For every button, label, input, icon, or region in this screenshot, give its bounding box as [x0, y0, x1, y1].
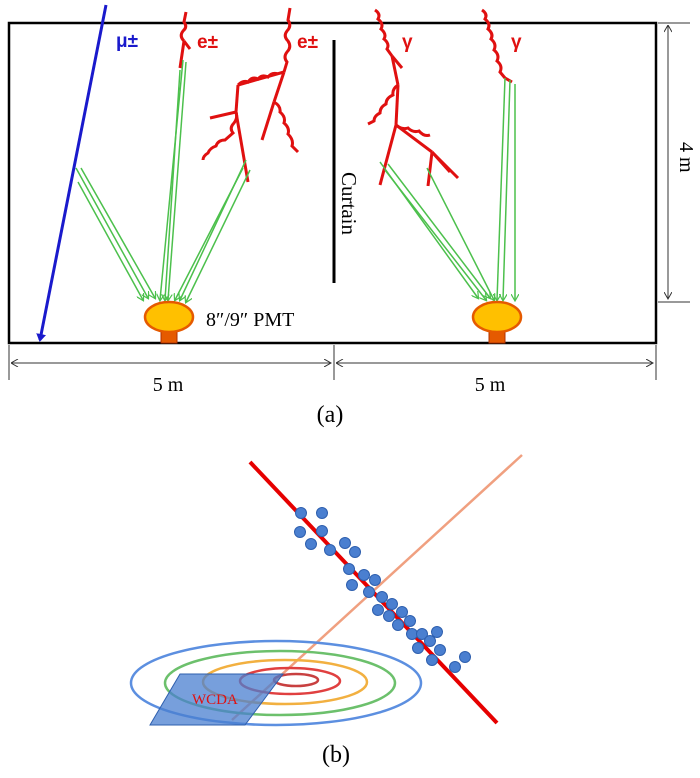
hit-dot	[358, 569, 370, 581]
hit-dot	[369, 574, 381, 586]
hit-dot	[459, 651, 471, 663]
hit-dot	[294, 526, 306, 538]
hit-dot	[324, 544, 336, 556]
hit-dot	[396, 606, 408, 618]
contour-outer	[129, 639, 423, 727]
cherenkov-light-left	[75, 59, 251, 302]
hit-dot	[404, 615, 416, 627]
hit-dot	[343, 563, 355, 575]
hit-dot	[386, 598, 398, 610]
width-dimension	[8, 345, 657, 380]
caption-b: (b)	[322, 742, 350, 768]
width-label-right: 5 m	[475, 374, 506, 396]
hit-dot	[449, 661, 461, 673]
hit-dot	[316, 525, 328, 537]
hit-dot	[392, 619, 404, 631]
width-label-left: 5 m	[153, 374, 184, 396]
hit-dot	[406, 628, 418, 640]
hit-dot	[349, 546, 361, 558]
hit-dot	[424, 635, 436, 647]
hit-dot	[434, 644, 446, 656]
hit-dot	[383, 610, 395, 622]
electron-label-1: e±	[197, 32, 218, 53]
hit-dot	[416, 628, 428, 640]
hit-dot	[376, 591, 388, 603]
electron-shower-left	[178, 11, 192, 69]
caption-a: (a)	[317, 402, 344, 428]
cherenkov-light-right	[379, 77, 515, 300]
panel-b: WCDA (b)	[129, 454, 523, 768]
gamma-shower-right	[481, 8, 513, 84]
hit-dot	[316, 507, 328, 519]
hit-dot	[295, 507, 307, 519]
hit-dot	[426, 654, 438, 666]
hit-dot	[346, 579, 358, 591]
hit-dot	[431, 626, 443, 638]
pool-outline	[7, 21, 658, 345]
hit-dot	[339, 537, 351, 549]
electron-label-2: e±	[297, 32, 318, 53]
muon-track	[36, 4, 108, 342]
gamma-label-1: γ	[402, 32, 413, 53]
hit-dot	[305, 538, 317, 550]
contour-2	[163, 649, 397, 717]
hit-dot	[412, 642, 424, 654]
pmt-left	[143, 300, 195, 344]
pmt-label: 8″/9″ PMT	[206, 309, 294, 331]
wcda-label: WCDA	[192, 692, 238, 708]
hit-dots	[294, 507, 471, 673]
gamma-label-2: γ	[511, 32, 522, 53]
hit-dot	[363, 586, 375, 598]
wcda-detector	[149, 673, 284, 726]
pmt-right	[471, 300, 523, 344]
muon-label: μ±	[116, 31, 138, 52]
panel-a: Curtain μ± e± e±	[7, 4, 697, 428]
curtain-label: Curtain	[337, 172, 361, 235]
height-dimension	[658, 22, 690, 303]
height-label: 4 m	[675, 142, 697, 173]
electron-shower-right	[201, 7, 300, 183]
hit-dot	[372, 604, 384, 616]
gamma-shower-left	[367, 8, 460, 187]
